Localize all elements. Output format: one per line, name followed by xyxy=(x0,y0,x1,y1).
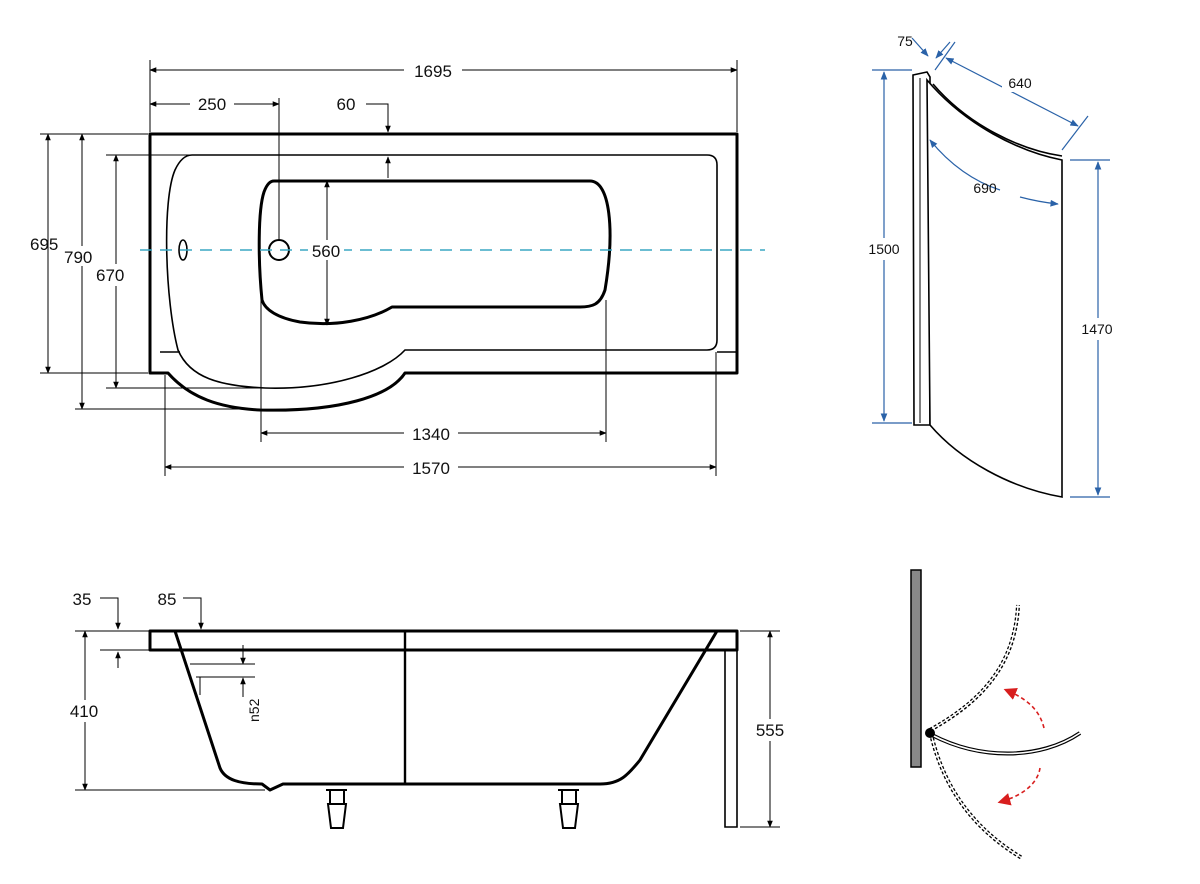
dim-1340: 1340 xyxy=(412,425,450,444)
dim-1500: 1500 xyxy=(868,241,899,257)
dim-1695: 1695 xyxy=(414,62,452,81)
side-rim xyxy=(148,629,739,652)
screen-glass xyxy=(926,77,1063,498)
wall xyxy=(910,569,922,768)
screen-closed-position xyxy=(931,731,1082,756)
dim-35: 35 xyxy=(73,590,92,609)
dim-1570: 1570 xyxy=(412,459,450,478)
swing-arrow-down xyxy=(997,767,1041,806)
side-panel xyxy=(724,650,738,828)
screen-view: 75 640 690 1500 1470 xyxy=(862,33,1120,498)
dim-560: 560 xyxy=(312,242,340,261)
dim-75: 75 xyxy=(897,33,913,49)
dim-790: 790 xyxy=(64,248,92,267)
dim-640: 640 xyxy=(1008,75,1032,91)
swing-view xyxy=(910,569,1082,860)
screen-open-up xyxy=(929,604,1020,732)
dim-695: 695 xyxy=(30,235,58,254)
tub-inner-rim xyxy=(165,154,718,389)
tub-basin xyxy=(257,179,612,326)
plan-view: 1695 250 60 695 790 670 560 xyxy=(30,60,765,478)
right-foot xyxy=(558,789,580,829)
dim-n52: n52 xyxy=(246,698,262,722)
left-foot xyxy=(326,789,348,829)
side-tub-body xyxy=(173,630,719,792)
dim-60: 60 xyxy=(337,95,356,114)
dim-85: 85 xyxy=(158,590,177,609)
dim-1470: 1470 xyxy=(1081,321,1112,337)
dim-670: 670 xyxy=(96,266,124,285)
swing-arrow-up xyxy=(1003,688,1045,729)
tub-outer-rim xyxy=(148,132,739,412)
hinge xyxy=(925,728,935,738)
screen-open-down xyxy=(930,737,1024,860)
dim-555: 555 xyxy=(756,721,784,740)
dim-410: 410 xyxy=(70,702,98,721)
dim-line-690 xyxy=(929,139,1001,191)
side-view: n52 35 85 410 555 xyxy=(64,590,790,829)
dim-250: 250 xyxy=(198,95,226,114)
dim-690: 690 xyxy=(973,180,997,196)
